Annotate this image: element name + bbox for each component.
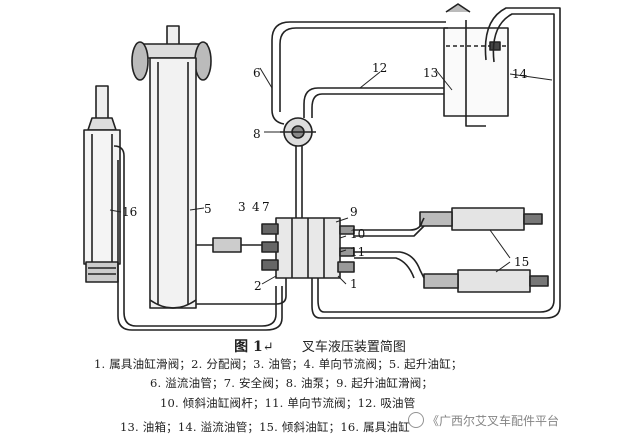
- legend-line-1: 1. 属具油缸滑阀；2. 分配阀；3. 油管；4. 单向节流阀；5. 起升油缸；: [94, 357, 463, 371]
- legend-line-3: 10. 倾斜油缸阀杆；11. 单向节流阀；12. 吸油管: [160, 396, 416, 410]
- callout-15: 15: [514, 255, 529, 269]
- callout-14: 14: [512, 67, 528, 81]
- pipes: [113, 7, 561, 331]
- figure-label: 图 1: [234, 339, 263, 355]
- callout-1: 1: [350, 277, 358, 291]
- callout-2: 2: [254, 279, 262, 293]
- callout-13: 13: [423, 66, 438, 80]
- check-throttle-valve: [212, 237, 262, 253]
- watermark-icon: [408, 412, 424, 428]
- oil-pump: [280, 117, 316, 147]
- tilt-cylinders: [419, 207, 549, 293]
- callout-8: 8: [253, 127, 261, 141]
- watermark-text: 《广西尔艾叉车配件平台: [427, 414, 560, 428]
- oil-tank: [443, 3, 509, 127]
- figure-title: 叉车液压装置简图: [301, 340, 406, 355]
- callout-6: 6: [253, 66, 261, 80]
- callout-11: 11: [350, 245, 365, 259]
- callout-7: 7: [262, 200, 270, 214]
- legend-line-4: 13. 油箱；14. 溢流油管；15. 倾斜油缸；16. 属具油缸: [120, 420, 410, 434]
- callout-3: 3: [238, 200, 246, 214]
- figure-mark: ↵: [262, 340, 274, 355]
- distributor-valve: [261, 217, 355, 279]
- callout-12: 12: [372, 61, 387, 75]
- legend-line-2: 6. 溢流油管；7. 安全阀；8. 油泵；9. 起升油缸滑阀；: [150, 376, 434, 390]
- lift-cylinder: [131, 25, 212, 309]
- callout-10: 10: [350, 227, 365, 241]
- leader-lines: [109, 67, 553, 285]
- watermark: 《广西尔艾叉车配件平台: [408, 412, 559, 429]
- attachment-cylinder: [83, 85, 121, 283]
- callout-4: 4: [252, 200, 260, 214]
- callout-9: 9: [350, 205, 358, 219]
- figure-caption: 图 1↵ 叉车液压装置简图: [0, 336, 640, 356]
- callout-5: 5: [204, 202, 212, 216]
- hydraulic-system-diagram: 16 5 3 4 7 6 8 12 13 14 9 10 11 1 2 15: [83, 3, 561, 331]
- callout-16: 16: [122, 205, 137, 219]
